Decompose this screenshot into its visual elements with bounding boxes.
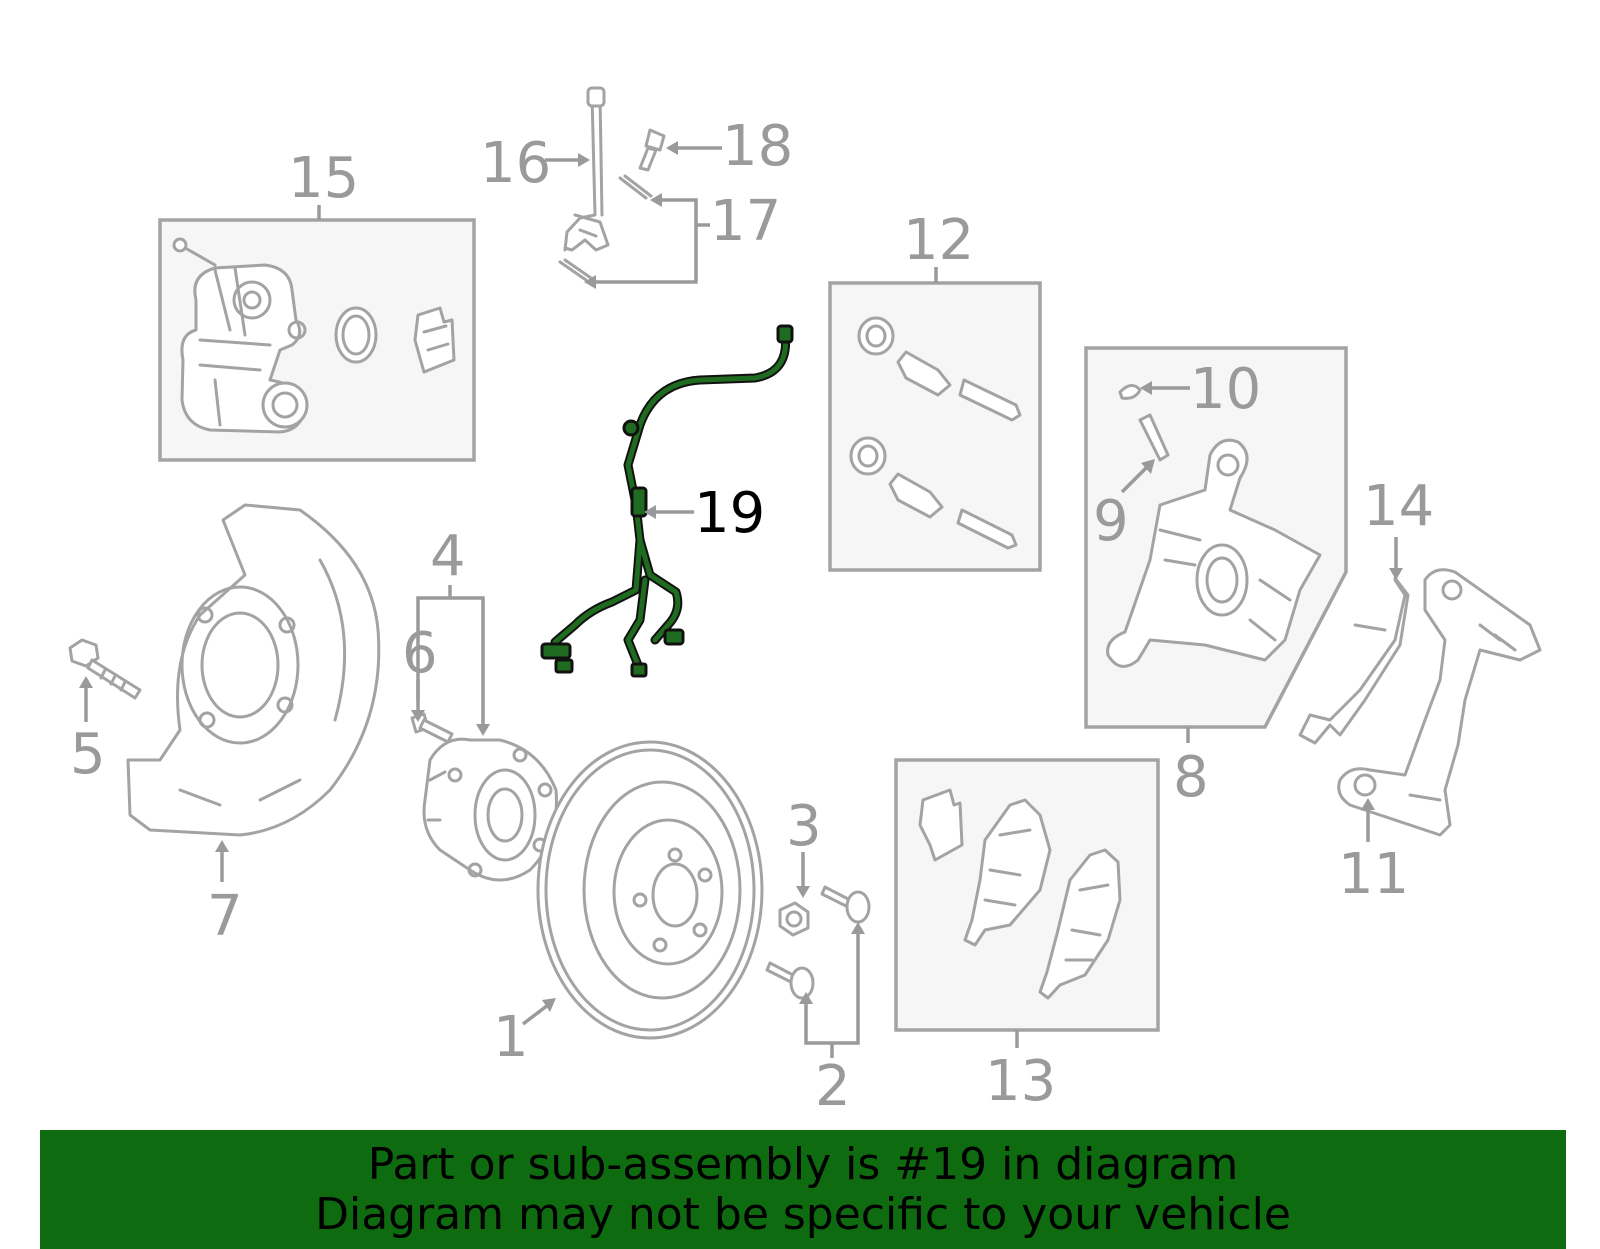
abs-sensor-harness-19 bbox=[540, 324, 794, 678]
callout-6: 6 bbox=[402, 621, 438, 686]
callout-7: 7 bbox=[207, 884, 243, 949]
callout-18: 18 bbox=[722, 114, 793, 179]
callout-1: 1 bbox=[493, 1005, 529, 1070]
banner-line-2: Diagram may not be specific to your vehi… bbox=[315, 1188, 1291, 1240]
callout-11: 11 bbox=[1338, 842, 1409, 907]
callout-5: 5 bbox=[70, 722, 106, 787]
seal-ring bbox=[334, 306, 378, 364]
brake-hose bbox=[563, 86, 610, 252]
brake-rotor bbox=[536, 740, 764, 1040]
callout-17: 17 bbox=[710, 189, 781, 254]
dust-shield bbox=[126, 503, 381, 837]
callout-4: 4 bbox=[430, 524, 466, 589]
callout-10: 10 bbox=[1190, 357, 1261, 422]
callout-2: 2 bbox=[815, 1054, 851, 1119]
caliper bbox=[1106, 438, 1322, 668]
guide-pins bbox=[849, 316, 1022, 550]
bolt-5 bbox=[68, 638, 142, 700]
callout-16: 16 bbox=[480, 131, 551, 196]
banner-line-1: Part or sub-assembly is #19 in diagram bbox=[367, 1138, 1239, 1190]
brake-pads bbox=[918, 788, 1122, 1000]
callout-15: 15 bbox=[288, 146, 359, 211]
bolt-18 bbox=[638, 128, 666, 172]
caliper-bracket bbox=[1337, 568, 1542, 837]
callout-19: 19 bbox=[694, 481, 765, 546]
callout-14: 14 bbox=[1363, 474, 1434, 539]
callout-9: 9 bbox=[1093, 489, 1129, 554]
clips bbox=[558, 174, 653, 282]
wear-indicator bbox=[1298, 576, 1410, 745]
leader-lines bbox=[79, 141, 1403, 1058]
parking-brake-actuator bbox=[172, 237, 309, 434]
wheel-hub bbox=[422, 737, 558, 882]
bleeder bbox=[1118, 384, 1170, 462]
callout-3: 3 bbox=[786, 794, 822, 859]
pad-clip bbox=[413, 306, 456, 374]
part-info-banner: Part or sub-assembly is #19 in diagram D… bbox=[40, 1130, 1566, 1249]
callout-8: 8 bbox=[1173, 745, 1209, 810]
callout-12: 12 bbox=[903, 208, 974, 273]
callout-13: 13 bbox=[985, 1049, 1056, 1114]
nut-3 bbox=[778, 901, 810, 937]
screws-2 bbox=[765, 885, 871, 1000]
